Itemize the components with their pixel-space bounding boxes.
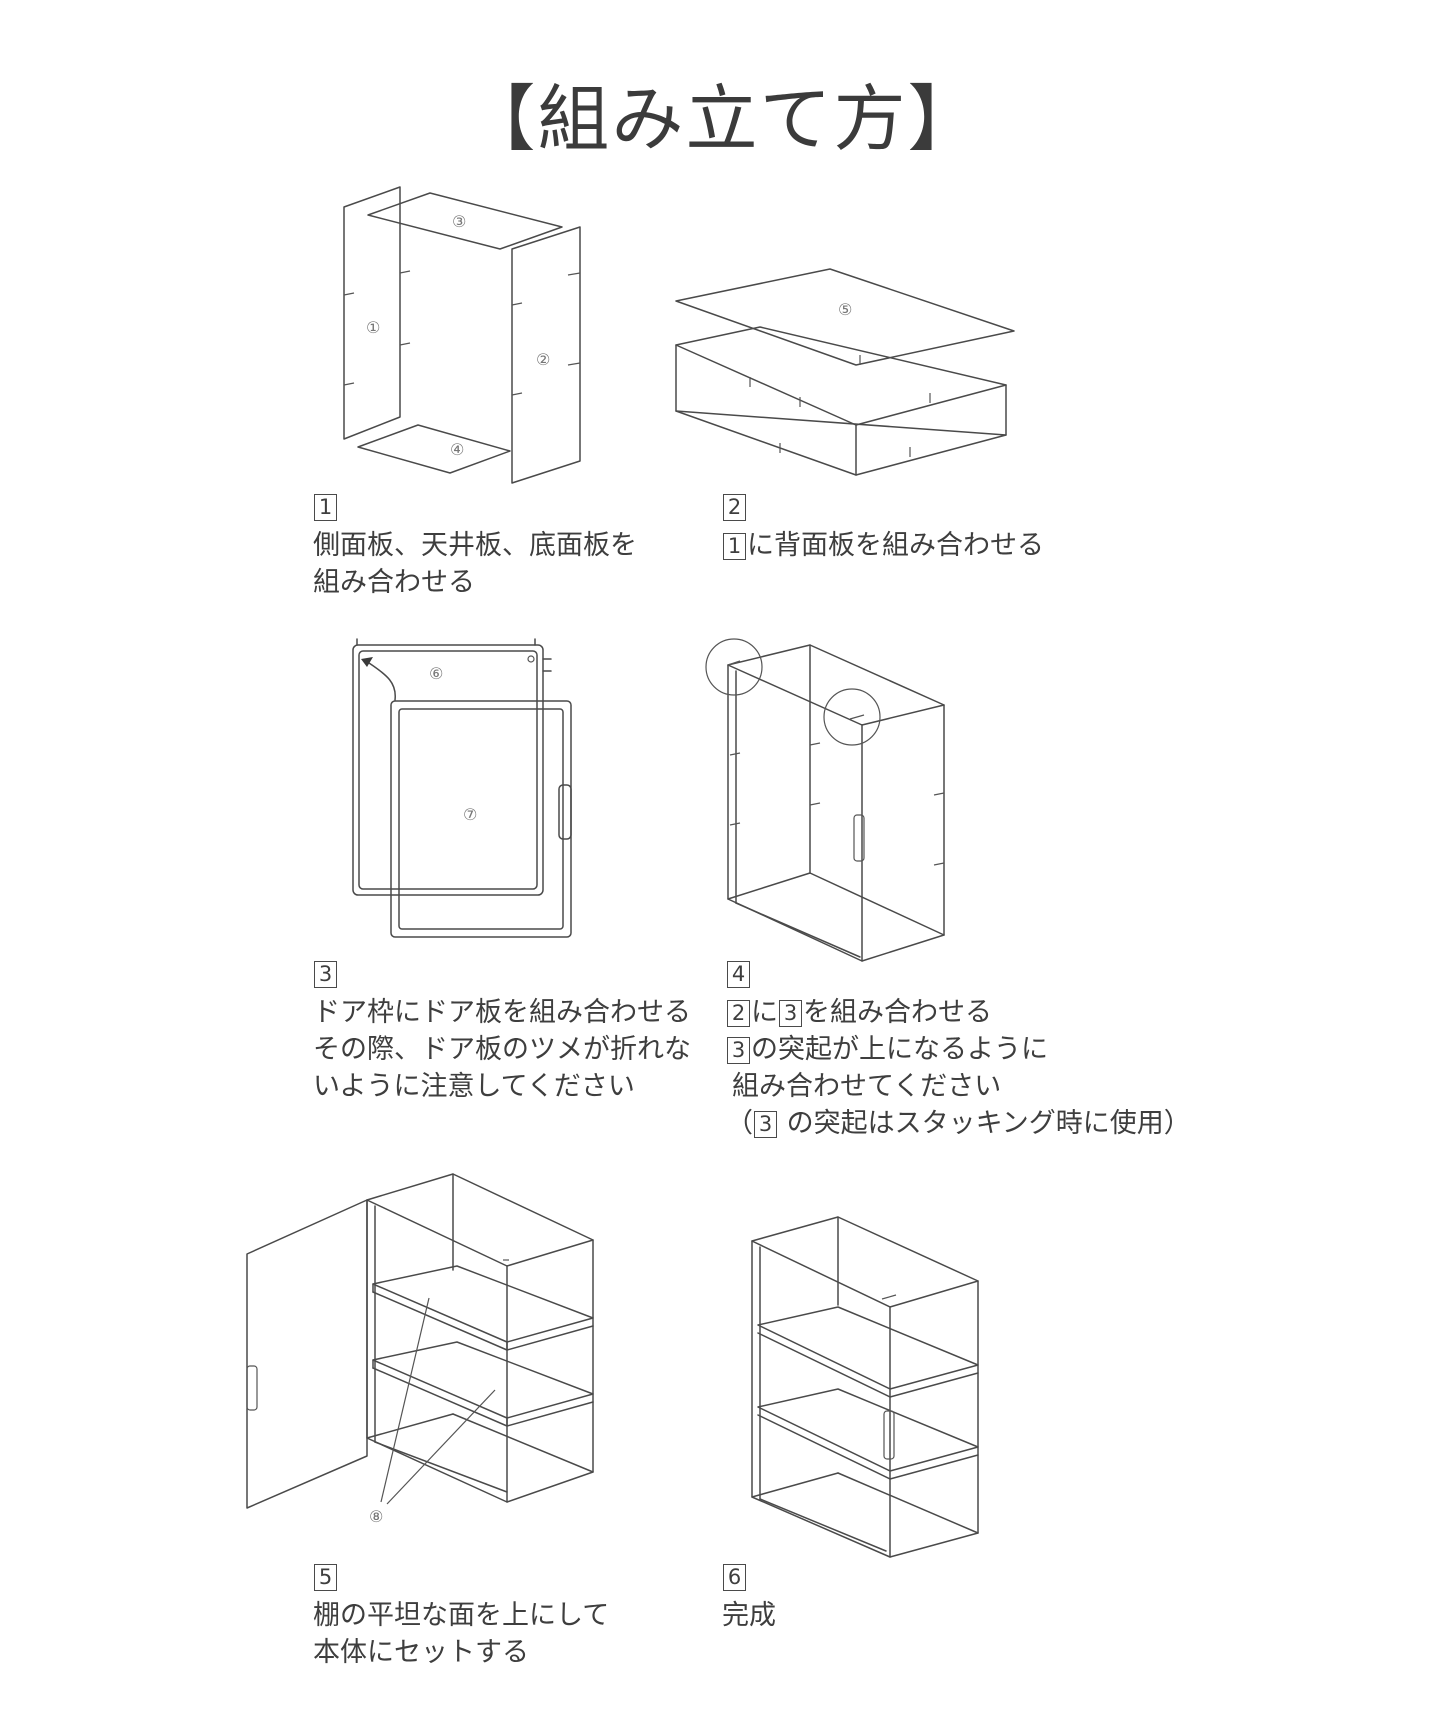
label-panel-4: ④ — [450, 440, 464, 459]
figure-step-5: ⑧ — [246, 1173, 594, 1526]
step-number: 3 — [314, 961, 337, 988]
label-panel-7: ⑦ — [463, 805, 477, 824]
instruction-line: いように注意してください — [313, 1071, 635, 1102]
label-panel-3: ③ — [452, 212, 466, 231]
instruction-line: ドア枠にドア板を組み合わせる — [313, 997, 691, 1028]
instruction-line: に背面板を組み合わせる — [747, 530, 1044, 561]
figure-step-1: ③ ① ② ④ — [343, 186, 581, 484]
step-reference: 2 — [727, 1000, 750, 1027]
step-5-text: 5 棚の平坦な面を上にして 本体にセットする — [313, 1560, 609, 1671]
label-panel-1: ① — [366, 318, 380, 337]
instruction-line: 本体にセットする — [313, 1637, 529, 1668]
page-title: 【組み立て方】 — [463, 77, 982, 161]
step-number: 6 — [723, 1564, 746, 1591]
step-3-text: 3 ドア枠にドア板を組み合わせる その際、ドア板のツメが折れな いように注意して… — [313, 957, 691, 1105]
figure-step-2: ⑤ — [675, 268, 1015, 476]
label-panel-6: ⑥ — [429, 664, 443, 683]
step-reference: 3 — [779, 1000, 802, 1027]
figure-step-4 — [705, 638, 945, 962]
instruction-line: の突起はスタッキング時に使用） — [778, 1108, 1191, 1139]
figure-step-3: ⑥ ⑦ — [352, 638, 572, 938]
instruction-line: の突起が上になるように — [751, 1034, 1048, 1065]
step-reference: 3 — [727, 1037, 750, 1064]
label-panel-5: ⑤ — [838, 300, 852, 319]
instruction-line: 組み合わせてください — [732, 1071, 1002, 1102]
step-1-text: 1 側面板、天井板、底面板を 組み合わせる — [313, 490, 637, 601]
step-reference: 3 — [754, 1111, 777, 1138]
step-number: 2 — [723, 494, 746, 521]
instruction-line: その際、ドア板のツメが折れな — [313, 1034, 691, 1065]
step-number: 5 — [314, 1564, 337, 1591]
step-6-text: 6 完成 — [722, 1560, 776, 1634]
instruction-line: 組み合わせる — [313, 567, 475, 598]
step-number: 1 — [314, 494, 337, 521]
instruction-line: 棚の平坦な面を上にして — [313, 1600, 610, 1631]
instruction-line: 完成 — [722, 1600, 776, 1631]
label-panel-8: ⑧ — [369, 1507, 383, 1526]
instruction-line: を組み合わせる — [803, 997, 992, 1028]
instruction-line: 側面板、天井板、底面板を — [313, 530, 637, 561]
step-number: 4 — [727, 961, 750, 988]
step-reference: 1 — [723, 533, 746, 560]
figure-step-6 — [751, 1216, 979, 1558]
label-panel-2: ② — [536, 350, 550, 369]
